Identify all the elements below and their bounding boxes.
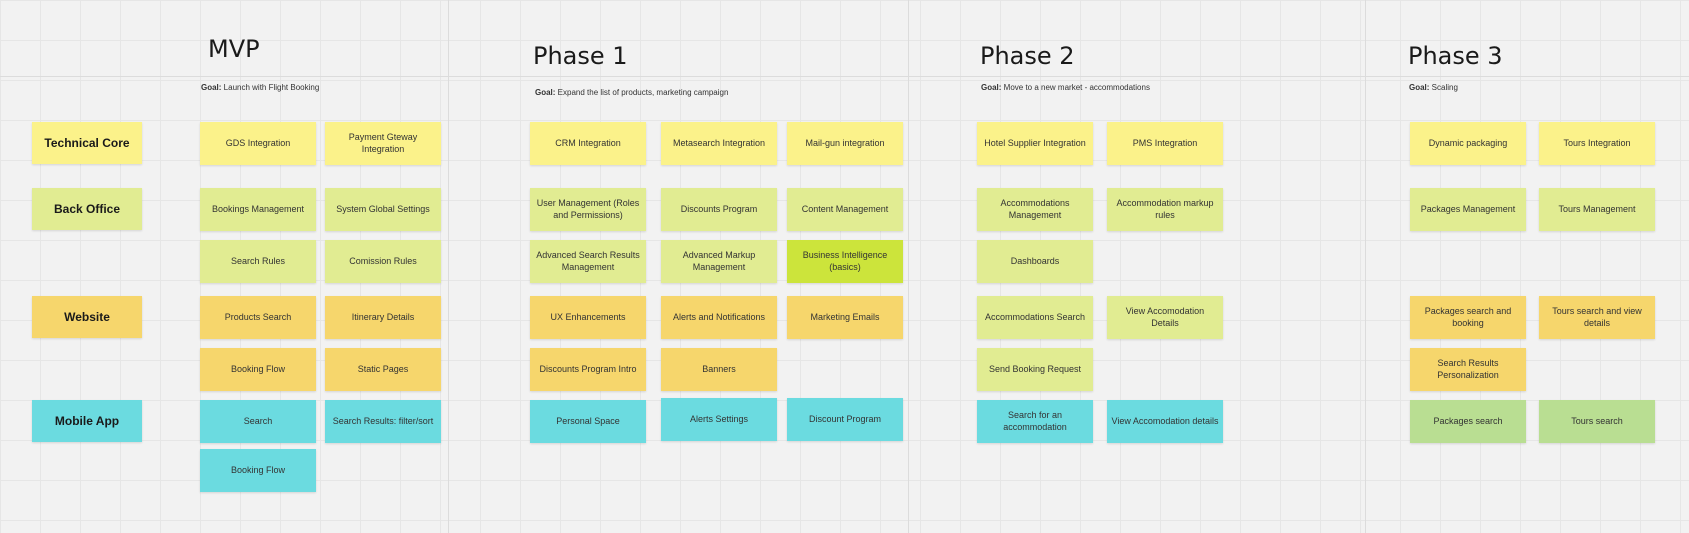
board-divider (448, 0, 449, 533)
phase-title-phase2: Phase 2 (980, 42, 1075, 70)
sticky-note[interactable]: Discounts Program (661, 188, 777, 231)
board-divider (0, 76, 1689, 77)
sticky-note[interactable]: Advanced Search Results Management (530, 240, 646, 283)
sticky-note[interactable]: Content Management (787, 188, 903, 231)
sticky-note[interactable]: Packages Management (1410, 188, 1526, 231)
sticky-note[interactable]: Discount Program (787, 398, 903, 441)
sticky-note[interactable]: Metasearch Integration (661, 122, 777, 165)
sticky-note[interactable]: View Accomodation details (1107, 400, 1223, 443)
sticky-note[interactable]: Booking Flow (200, 348, 316, 391)
sticky-note[interactable]: Discounts Program Intro (530, 348, 646, 391)
sticky-note[interactable]: System Global Settings (325, 188, 441, 231)
sticky-note[interactable]: Advanced Markup Management (661, 240, 777, 283)
sticky-note[interactable]: Marketing Emails (787, 296, 903, 339)
sticky-note[interactable]: Search Results: filter/sort (325, 400, 441, 443)
phase-title-mvp: MVP (208, 35, 260, 63)
sticky-note[interactable]: Accommodation markup rules (1107, 188, 1223, 231)
phase-goal-mvp: Goal: Launch with Flight Booking (201, 83, 320, 92)
row-label-mobile-app[interactable]: Mobile App (32, 400, 142, 442)
sticky-note[interactable]: Dashboards (977, 240, 1093, 283)
sticky-note[interactable]: View Accomodation Details (1107, 296, 1223, 339)
sticky-note[interactable]: CRM Integration (530, 122, 646, 165)
sticky-note[interactable]: Dynamic packaging (1410, 122, 1526, 165)
sticky-note[interactable]: Packages search and booking (1410, 296, 1526, 339)
sticky-note[interactable]: User Management (Roles and Permissions) (530, 188, 646, 231)
sticky-note[interactable]: Search for an accommodation (977, 400, 1093, 443)
phase-title-phase1: Phase 1 (533, 42, 628, 70)
sticky-note[interactable]: Bookings Management (200, 188, 316, 231)
row-label-website[interactable]: Website (32, 296, 142, 338)
sticky-note[interactable]: Comission Rules (325, 240, 441, 283)
board-divider (908, 0, 909, 533)
sticky-note[interactable]: UX Enhancements (530, 296, 646, 339)
phase-goal-phase1: Goal: Expand the list of products, marke… (535, 88, 729, 97)
sticky-note[interactable]: Tours Management (1539, 188, 1655, 231)
sticky-note[interactable]: Accommodations Management (977, 188, 1093, 231)
phase-title-phase3: Phase 3 (1408, 42, 1503, 70)
sticky-note[interactable]: Search Rules (200, 240, 316, 283)
board-divider (1365, 0, 1366, 533)
sticky-note[interactable]: Booking Flow (200, 449, 316, 492)
sticky-note[interactable]: Hotel Supplier Integration (977, 122, 1093, 165)
phase-goal-phase3: Goal: Scaling (1409, 83, 1458, 92)
row-label-technical-core[interactable]: Technical Core (32, 122, 142, 164)
phase-goal-phase2: Goal: Move to a new market - accommodati… (981, 83, 1150, 92)
sticky-note[interactable]: Personal Space (530, 400, 646, 443)
sticky-note[interactable]: Tours search (1539, 400, 1655, 443)
sticky-note[interactable]: Static Pages (325, 348, 441, 391)
sticky-note[interactable]: Tours Integration (1539, 122, 1655, 165)
sticky-note[interactable]: Tours search and view details (1539, 296, 1655, 339)
sticky-note[interactable]: Search (200, 400, 316, 443)
sticky-note[interactable]: Business Intelligence (basics) (787, 240, 903, 283)
sticky-note[interactable]: PMS Integration (1107, 122, 1223, 165)
sticky-note[interactable]: GDS Integration (200, 122, 316, 165)
sticky-note[interactable]: Packages search (1410, 400, 1526, 443)
sticky-note[interactable]: Send Booking Request (977, 348, 1093, 391)
sticky-note[interactable]: Alerts Settings (661, 398, 777, 441)
sticky-note[interactable]: Search Results Personalization (1410, 348, 1526, 391)
sticky-note[interactable]: Accommodations Search (977, 296, 1093, 339)
sticky-note[interactable]: Products Search (200, 296, 316, 339)
sticky-note[interactable]: Banners (661, 348, 777, 391)
sticky-note[interactable]: Alerts and Notifications (661, 296, 777, 339)
sticky-note[interactable]: Payment Gteway Integration (325, 122, 441, 165)
sticky-note[interactable]: Mail-gun integration (787, 122, 903, 165)
row-label-back-office[interactable]: Back Office (32, 188, 142, 230)
sticky-note[interactable]: Itinerary Details (325, 296, 441, 339)
